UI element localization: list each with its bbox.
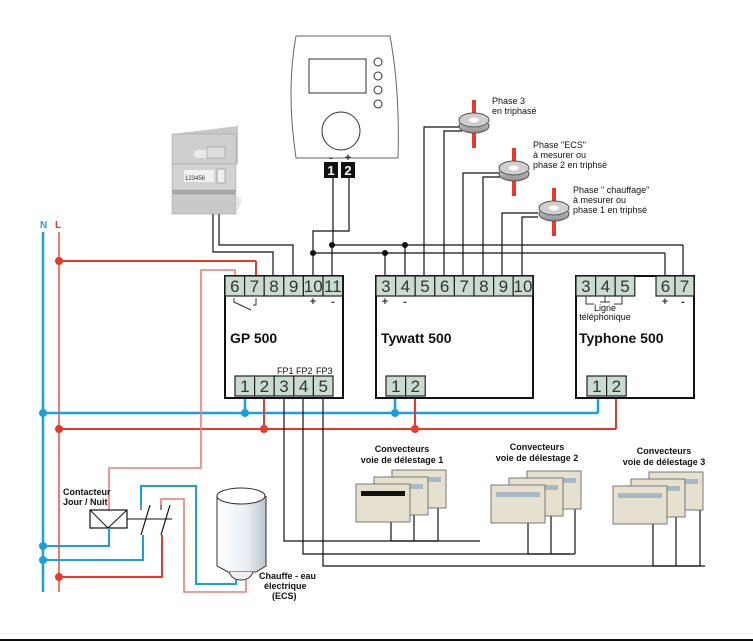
typhone500-bottom-terminal (605, 375, 627, 397)
water-heater-label-3: (ECS) (272, 591, 297, 601)
typhone500-name: Typhone 500 (579, 330, 664, 346)
meter-reading: 123456 (185, 176, 206, 182)
thermostat-button (373, 99, 383, 109)
thermostat-dial (321, 111, 361, 151)
sensor-2-label-2: à mesurer ou (533, 150, 586, 160)
electricity-meter: 123456 (171, 126, 242, 215)
gp500-top-terminal (322, 275, 344, 297)
gp500-bottom-terminal-label: 3 (279, 377, 288, 396)
sensor-1-label-2: en triphasé (492, 106, 537, 116)
thermostat-minus: - (329, 152, 333, 164)
convector-group-2 (490, 470, 582, 555)
day-night-contactor (89, 504, 172, 536)
typhone500-bottom-terminal-label: 1 (592, 377, 601, 396)
gp500-bottom-terminal-label: 2 (260, 377, 269, 396)
tywatt500-top-terminal (512, 275, 534, 297)
current-sensor-3 (538, 188, 570, 236)
sensor-2-label-3: phase 2 en triphsé (533, 160, 607, 170)
phone-line-label-1: Ligne (594, 303, 616, 313)
typhone500-minus: - (681, 296, 685, 308)
gp500-name: GP 500 (230, 330, 277, 346)
convectors-1-label-2: voie de délestage 1 (361, 455, 444, 465)
gp500-bottom-terminal (312, 375, 334, 397)
convector (355, 483, 411, 523)
convectors-2-label-2: voie de délestage 2 (496, 453, 579, 463)
convectors-3-label-2: voie de délestage 3 (623, 457, 706, 467)
tywatt500-plus: + (382, 296, 388, 308)
sensor-3-label-3: phase 1 en triphsé (573, 205, 647, 215)
tywatt500-top-terminal-label: 3 (381, 277, 390, 296)
gp500-bottom-terminal-label: 5 (318, 377, 327, 396)
typhone500-top-right-terminal (674, 275, 695, 297)
sensor-2-label-1: Phase "ECS" (533, 140, 586, 150)
gp500-top-terminal-label: 10 (304, 277, 323, 296)
convectors-1-label-1: Convecteurs (375, 444, 430, 454)
tywatt500-top-terminal-label: 8 (479, 277, 488, 296)
fp2-label: FP2 (296, 366, 313, 376)
convectors-3-label-1: Convecteurs (637, 446, 692, 456)
gp500-top-terminal-label: 11 (324, 277, 342, 296)
water-heater-label-1: Chauffe - eau (259, 571, 316, 581)
gp500-top-terminal-label: 6 (230, 277, 239, 296)
tywatt500-top-terminal-label: 9 (499, 277, 508, 296)
thermostat-plus: + (345, 152, 351, 164)
current-sensor-2 (498, 148, 530, 196)
typhone500-plus: + (662, 296, 668, 308)
typhone500-bottom-terminal-label: 2 (612, 377, 621, 396)
thermostat-button (373, 57, 383, 67)
gp500-top-terminal-label: 9 (289, 277, 298, 296)
tywatt500-top-terminal-label: 10 (514, 277, 533, 296)
gp500-top-terminal-label: 7 (250, 277, 259, 296)
tywatt500-bottom-terminal (405, 375, 426, 397)
typhone500-top-left-terminal-label: 5 (620, 277, 629, 296)
convector (490, 484, 546, 524)
tywatt500-top-terminal-label: 4 (401, 277, 410, 296)
gp500-plus: + (310, 296, 316, 308)
tywatt500-top-terminal-label: 6 (440, 277, 449, 296)
typhone500-top-left-terminal (614, 275, 636, 297)
tywatt500-top-terminal-label: 5 (420, 277, 429, 296)
convectors-2-label-1: Convecteurs (510, 442, 565, 452)
convector-group-1 (355, 469, 447, 542)
gp500-minus: - (331, 296, 335, 308)
gp500-top-terminal-label: 8 (269, 277, 278, 296)
contactor-label-1: Contacteur (63, 487, 111, 497)
tywatt500-bottom-terminal-label: 1 (391, 377, 400, 396)
fp3-label: FP3 (316, 366, 333, 376)
typhone500-top-right-terminal-label: 6 (661, 277, 670, 296)
neutral-label: N (40, 220, 47, 231)
water-heater (216, 487, 267, 581)
fp1-label: FP1 (277, 366, 294, 376)
tywatt500-bottom-terminal-label: 2 (411, 377, 420, 396)
typhone500-top-left-terminal-label: 3 (581, 277, 590, 296)
thermostat-terminal-2: 2 (344, 163, 351, 178)
live-label: L (55, 220, 61, 231)
contactor-label-2: Jour / Nuit (63, 497, 108, 507)
thermostat-button (373, 85, 383, 95)
gp500-bottom-terminal-label: 1 (240, 377, 249, 396)
thermostat-button (373, 71, 383, 81)
thermostat-display (308, 58, 367, 94)
gp500-bottom-terminal-label: 4 (299, 377, 308, 396)
sensor-3-label-1: Phase " chauffage" (573, 185, 649, 195)
thermostat: 1 2 - + (290, 35, 399, 178)
typhone500-top-right-terminal-label: 7 (680, 277, 689, 296)
current-sensor-1 (458, 100, 490, 148)
convector (612, 485, 668, 525)
sensor-3-label-2: à mesurer ou (573, 195, 626, 205)
typhone500-top-left-terminal-label: 4 (601, 277, 610, 296)
sensor-1-label-1: Phase 3 (492, 96, 525, 106)
tywatt500-top-terminal-label: 7 (459, 277, 468, 296)
tywatt500-minus: - (403, 296, 407, 308)
phone-line-label-2: téléphonique (579, 312, 631, 322)
tywatt500-name: Tywatt 500 (381, 330, 452, 346)
thermostat-terminal-1: 1 (327, 163, 334, 178)
convector-group-3 (612, 471, 704, 567)
water-heater-label-2: électrique (264, 581, 307, 591)
